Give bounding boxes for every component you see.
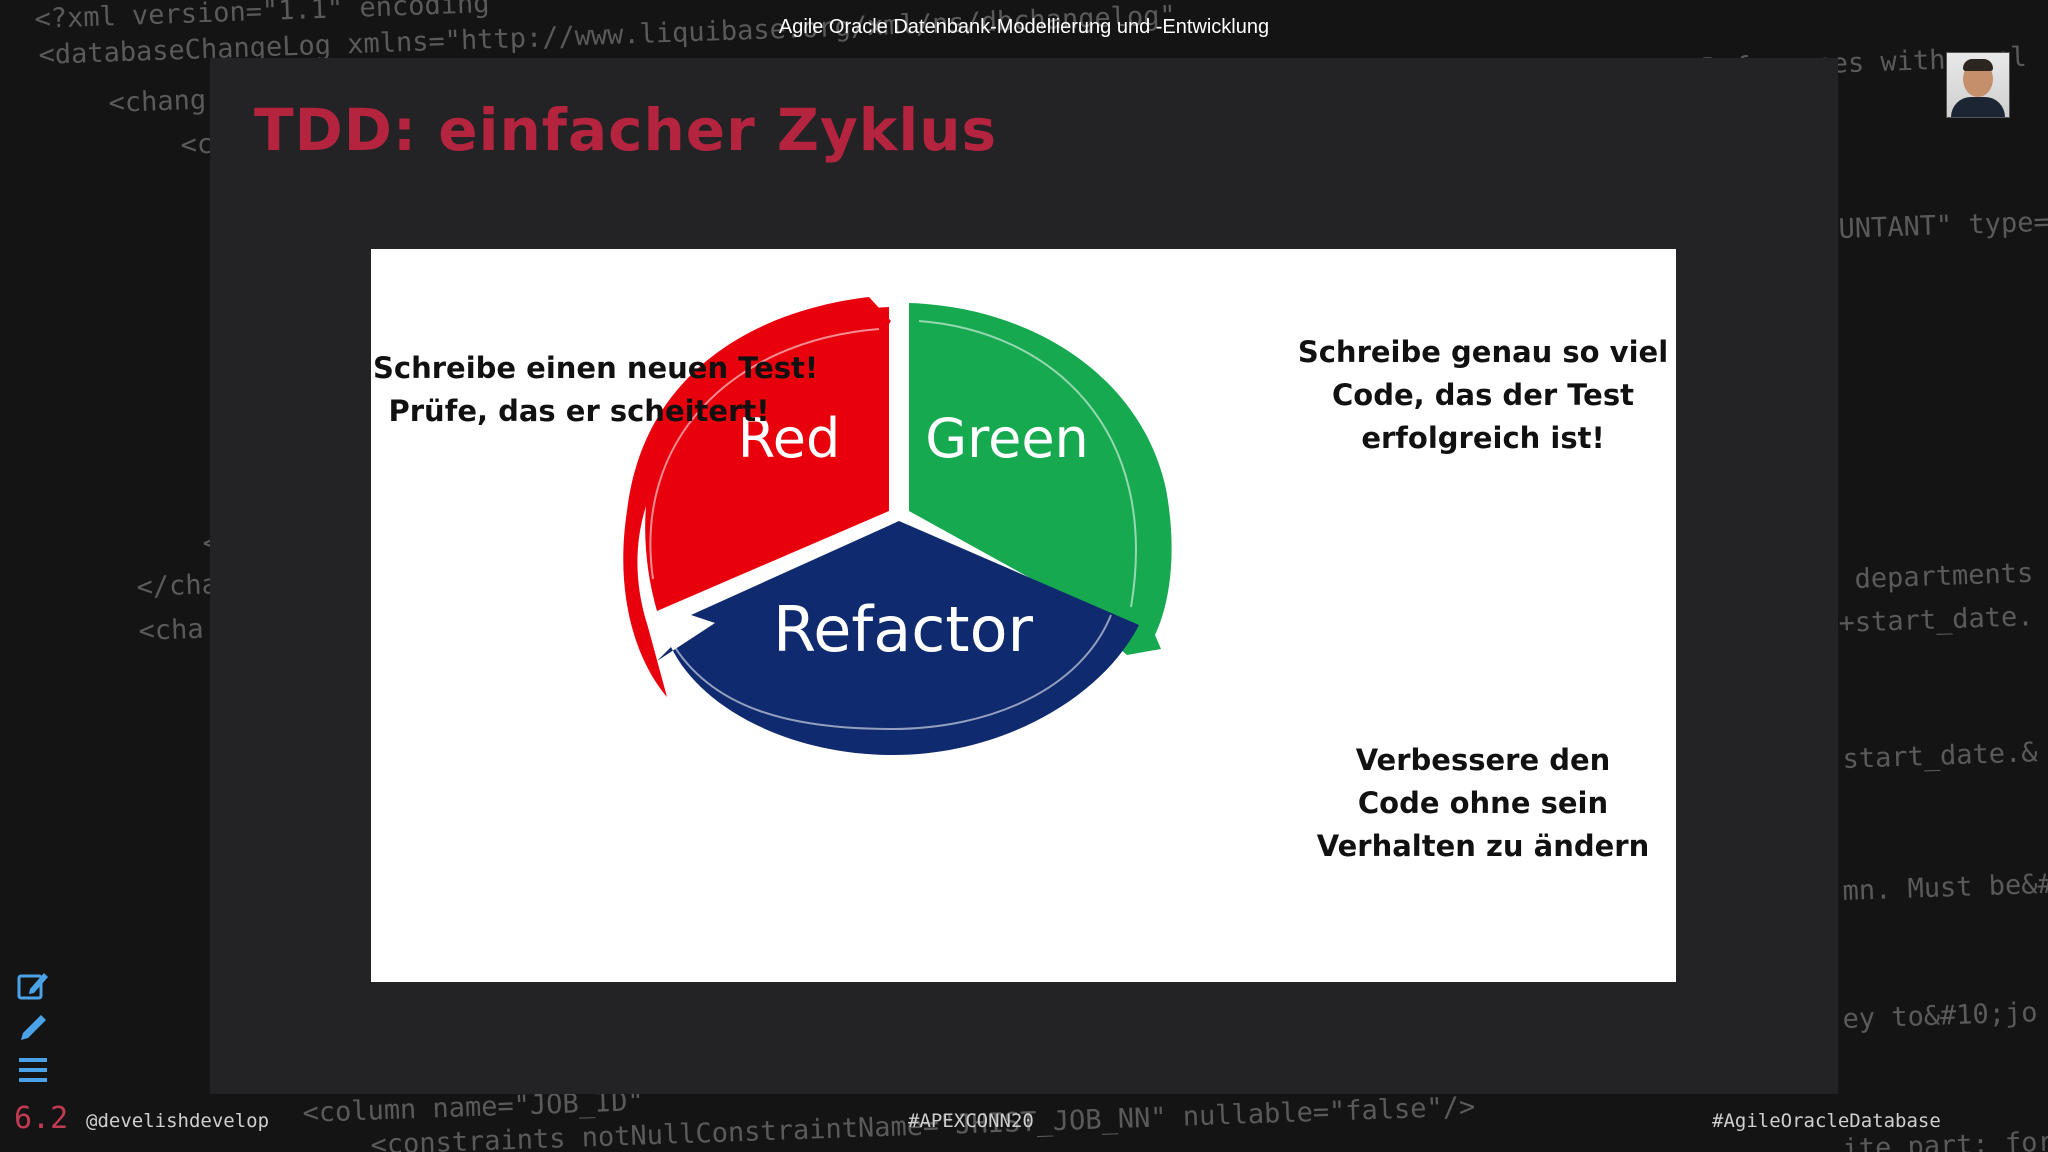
slide: TDD: einfacher Zyklus Red Green Refactor… — [210, 58, 1838, 1094]
green-caption-line: Schreibe genau so viel — [1297, 335, 1669, 369]
red-body — [645, 307, 889, 611]
code-line: <c — [180, 128, 214, 161]
presenter-hair — [1963, 59, 1993, 71]
code-line: mn. Must be&# — [1842, 868, 2048, 907]
green-caption-line: Code, das der Test — [1332, 378, 1634, 412]
pen-button[interactable] — [14, 1010, 52, 1046]
refactor-caption-line: Verhalten zu ändern — [1316, 829, 1650, 863]
tdd-cycle-figure: Red Green Refactor Schreibe einen neuen … — [371, 249, 1676, 982]
footer-handle: @develishdevelop — [86, 1110, 270, 1132]
green-label: Green — [925, 407, 1089, 470]
footer-hashtag-center: #APEXCONN20 — [908, 1110, 1034, 1132]
slide-number: 6.2 — [14, 1101, 69, 1136]
code-line: <cha — [138, 613, 205, 647]
presentation-title: Agile Oracle Datenbank-Modellierung und … — [778, 16, 1270, 38]
footer-hashtag-right: #AgileOracleDatabase — [1712, 1110, 1941, 1132]
tdd-cycle-diagram: Red Green Refactor — [623, 297, 1172, 755]
menu-icon — [19, 1058, 47, 1082]
red-arc — [649, 328, 880, 580]
refactor-label: Refactor — [773, 593, 1034, 666]
refactor-body — [657, 521, 1139, 755]
menu-button[interactable] — [14, 1052, 52, 1088]
green-body — [909, 303, 1172, 655]
green-arc — [918, 320, 1137, 608]
code-line: <chang — [108, 84, 207, 119]
code-line: </cha — [136, 569, 219, 603]
red-caption-line: Schreibe einen neuen Test! — [373, 351, 819, 385]
refactor-caption-line: Code ohne sein — [1357, 786, 1609, 820]
edit-icon — [17, 973, 48, 1000]
slide-title: TDD: einfacher Zyklus — [254, 96, 998, 164]
red-caption-line: Prüfe, das er scheitert! — [388, 394, 770, 428]
code-line: +start_date. — [1838, 601, 2035, 639]
red-caption: Schreibe einen neuen Test! Prüfe, das er… — [373, 347, 819, 433]
edit-button[interactable] — [14, 968, 52, 1004]
refactor-caption: Verbessere den Code ohne sein Verhalten … — [1303, 739, 1663, 868]
refactor-caption-line: Verbessere den — [1355, 743, 1611, 777]
code-line: UNTANT" type= — [1838, 206, 2048, 245]
refactor-arc — [670, 614, 1112, 731]
green-caption-line: erfolgreich ist! — [1361, 421, 1605, 455]
presenter-suit — [1951, 97, 2005, 117]
pencil-icon — [21, 1015, 46, 1040]
presenter-video — [1946, 52, 2010, 118]
red-label: Red — [738, 407, 841, 470]
code-line: start_date.& — [1842, 737, 2039, 775]
code-line: departments — [1854, 557, 2034, 595]
green-caption: Schreibe genau so viel Code, das der Tes… — [1296, 331, 1670, 460]
code-line: ey to&#10;jo — [1842, 997, 2039, 1035]
